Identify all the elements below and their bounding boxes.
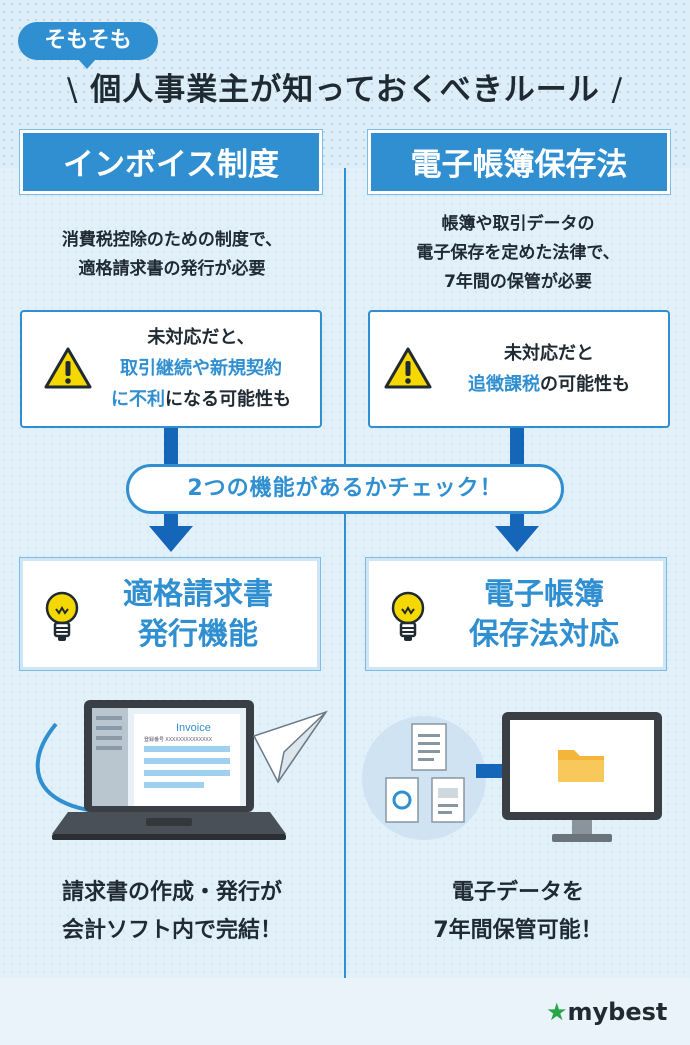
feature-line: 電子帳簿 <box>484 577 604 612</box>
warning-line: 未対応だと、 <box>147 327 255 348</box>
warning-line: に不利になる可能性も <box>88 384 314 415</box>
left-arrow-head <box>149 526 193 552</box>
chart-document-icon <box>385 777 419 823</box>
check-banner: 2つの機能があるかチェック！ <box>126 464 564 514</box>
lightbulb-icon <box>45 591 79 641</box>
star-icon: ★ <box>546 998 568 1026</box>
left-title-box: インボイス制度 <box>20 130 322 194</box>
warning-highlight: に不利 <box>111 389 165 410</box>
right-feature-text: 電子帳簿 保存法対応 <box>431 575 657 655</box>
laptop-illustration <box>35 700 328 840</box>
title-slash-left: \ <box>66 72 79 108</box>
page-title: \ 個人事業主が知っておくべきルール / <box>0 66 690 114</box>
left-feature-box: 適格請求書 発行機能 <box>19 557 321 671</box>
left-warning-text: 未対応だと、 取引継続や新規契約 に不利になる可能性も <box>88 322 314 415</box>
form-document-icon <box>431 777 465 823</box>
bottom-line: 請求書の作成・発行が <box>61 880 282 905</box>
feature-line: 発行機能 <box>138 617 258 652</box>
right-warning-box: 未対応だと 追徴課税の可能性も <box>368 310 670 428</box>
left-warning-box: 未対応だと、 取引継続や新規契約 に不利になる可能性も <box>20 310 322 428</box>
left-feature-text: 適格請求書 発行機能 <box>85 575 311 655</box>
warning-highlight: 追徴課税 <box>468 374 540 395</box>
brand-name: mybest <box>567 998 668 1026</box>
warning-rest: の可能性も <box>540 374 630 395</box>
right-feature-box: 電子帳簿 保存法対応 <box>365 557 667 671</box>
column-divider <box>344 168 346 978</box>
folder-icon <box>558 750 604 782</box>
right-arrow-shaft-top <box>510 428 524 464</box>
left-description: 消費税控除のための制度で、 適格請求書の発行が必要 <box>10 226 334 284</box>
right-desc-line: 帳簿や取引データの <box>441 214 595 234</box>
warning-icon <box>384 347 432 389</box>
paper-plane-icon <box>252 710 328 784</box>
right-arrow-head <box>495 526 539 552</box>
warning-line: 未対応だと <box>504 343 594 364</box>
left-arrow-shaft-bottom <box>164 514 178 528</box>
bottom-line: 電子データを <box>451 880 584 905</box>
warning-highlight: 取引継続や新規契約 <box>120 358 282 379</box>
right-desc-line: 7年間の保管が必要 <box>444 272 592 292</box>
feature-line: 保存法対応 <box>469 617 619 652</box>
lightbulb-icon <box>391 591 425 641</box>
right-description: 帳簿や取引データの 電子保存を定めた法律で、 7年間の保管が必要 <box>356 210 680 297</box>
right-arrow-shaft-bottom <box>510 514 524 528</box>
bottom-line: 7年間保管可能！ <box>433 918 603 943</box>
bottom-line: 会計ソフト内で完結！ <box>61 918 282 943</box>
title-slash-right: / <box>611 72 624 108</box>
left-bottom-text: 請求書の作成・発行が 会計ソフト内で完結！ <box>10 874 334 950</box>
right-desc-line: 電子保存を定めた法律で、 <box>416 243 620 263</box>
right-warning-text: 未対応だと 追徴課税の可能性も <box>436 338 662 400</box>
right-bottom-text: 電子データを 7年間保管可能！ <box>356 874 680 950</box>
feature-line: 適格請求書 <box>123 577 273 612</box>
left-desc-line: 適格請求書の発行が必要 <box>78 259 266 279</box>
laptop-icon <box>52 700 286 840</box>
right-title-box: 電子帳簿保存法 <box>368 130 670 194</box>
intro-badge: そもそも <box>18 22 158 69</box>
brand-logo: ★mybest <box>546 998 667 1028</box>
invoice-sub: 登録番号 XXXXXXXXXXXXXX <box>144 737 213 743</box>
footer <box>0 978 690 1045</box>
left-desc-line: 消費税控除のための制度で、 <box>61 230 283 250</box>
title-text: 個人事業主が知っておくべきルール <box>90 72 600 108</box>
warning-rest: になる可能性も <box>165 389 291 410</box>
left-arrow-shaft-top <box>164 428 178 464</box>
warning-icon <box>44 347 92 389</box>
document-icon <box>411 723 447 771</box>
warning-line: 追徴課税の可能性も <box>436 369 662 400</box>
storage-illustration <box>362 712 662 842</box>
invoice-label: Invoice <box>176 722 211 734</box>
